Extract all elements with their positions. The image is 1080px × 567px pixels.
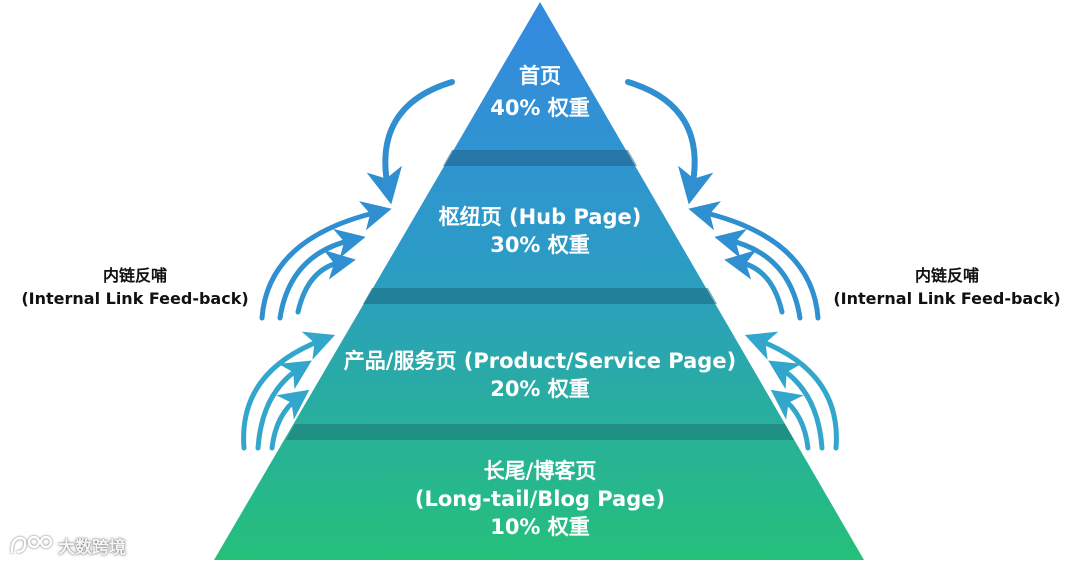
tier-product-page-weight: 20% 权重 bbox=[490, 377, 590, 401]
arrow-right-fb-1 bbox=[688, 201, 821, 321]
tier-hub-page: 枢纽页 (Hub Page) 30% 权重 bbox=[0, 203, 1080, 259]
arrow-right-fb-6 bbox=[770, 389, 811, 451]
arrow-left-fb-1 bbox=[259, 201, 392, 321]
arrow-left-top bbox=[366, 79, 455, 205]
left-feedback-arrows bbox=[241, 201, 392, 451]
feedback-label-right-cn: 内链反哺 bbox=[914, 266, 979, 285]
arrow-right-top bbox=[625, 79, 714, 205]
tier-hub-page-weight: 30% 权重 bbox=[490, 233, 590, 257]
feedback-label-left: 内链反哺 (Internal Link Feed-back) bbox=[0, 264, 270, 310]
arrow-right-fb-2 bbox=[714, 228, 803, 321]
tier-longtail-page: 长尾/博客页 (Long-tail/Blog Page) 10% 权重 bbox=[0, 457, 1080, 541]
arrow-left-fb-6 bbox=[269, 389, 310, 451]
logo-icon bbox=[10, 535, 53, 554]
arrow-left-fb-5 bbox=[255, 360, 312, 451]
arrow-left-fb-3 bbox=[295, 250, 356, 315]
feedback-label-left-en: (Internal Link Feed-back) bbox=[21, 289, 249, 308]
arrow-right-fb-4 bbox=[744, 331, 839, 451]
arrow-right-fb-5 bbox=[768, 360, 825, 451]
feedback-label-right: 内链反哺 (Internal Link Feed-back) bbox=[812, 264, 1080, 310]
arrow-left-fb-4 bbox=[241, 331, 336, 451]
right-feedback-arrows bbox=[688, 201, 839, 451]
tier-longtail-page-weight: 10% 权重 bbox=[490, 515, 590, 539]
watermark: 大数跨境 bbox=[8, 530, 126, 560]
arrow-right-fb-3 bbox=[724, 250, 785, 315]
tier-divider-1 bbox=[443, 150, 637, 166]
feedback-label-left-cn: 内链反哺 bbox=[102, 266, 167, 285]
pyramid-body bbox=[214, 2, 864, 560]
tier-homepage: 首页 40% 权重 bbox=[0, 62, 1080, 122]
feedback-label-right-en: (Internal Link Feed-back) bbox=[833, 289, 1061, 308]
tier-divider-3 bbox=[286, 424, 794, 440]
tier-longtail-page-subtitle: (Long-tail/Blog Page) bbox=[414, 487, 666, 511]
tier-product-page-title: 产品/服务页 (Product/Service Page) bbox=[343, 349, 737, 373]
tier-hub-page-title: 枢纽页 (Hub Page) bbox=[438, 205, 642, 229]
arrow-left-fb-2 bbox=[277, 228, 366, 321]
tier-product-page: 产品/服务页 (Product/Service Page) 20% 权重 bbox=[0, 347, 1080, 403]
tier-divider-2 bbox=[363, 288, 717, 304]
watermark-text: 大数跨境 bbox=[58, 537, 126, 558]
tier-longtail-page-title: 长尾/博客页 bbox=[483, 459, 597, 483]
tier-homepage-weight: 40% 权重 bbox=[490, 96, 590, 120]
tier-homepage-title: 首页 bbox=[519, 64, 561, 88]
